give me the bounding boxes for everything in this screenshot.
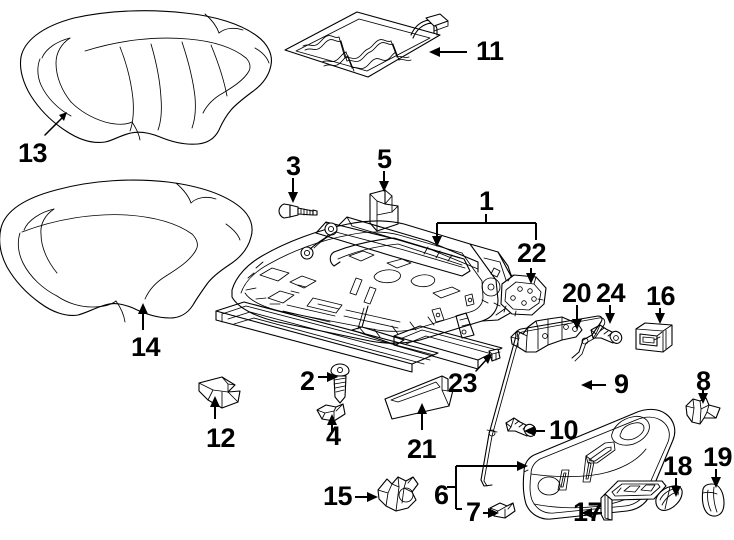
callout-17[interactable]: 17 — [573, 497, 603, 527]
track-cover-trim-art — [384, 375, 454, 420]
callout-14[interactable]: 14 — [131, 332, 161, 362]
seat-frame-assembly-art — [215, 216, 513, 373]
callout-11[interactable]: 11 — [476, 36, 504, 66]
track-bolt-art — [330, 363, 350, 404]
callout-12[interactable]: 12 — [206, 423, 236, 453]
push-pin-fastener-art — [685, 397, 721, 425]
callout-15[interactable]: 15 — [323, 481, 353, 511]
callout-2[interactable]: 2 — [300, 366, 315, 396]
lumbar-knob-cover-art — [701, 483, 725, 517]
callout-24[interactable]: 24 — [596, 278, 626, 308]
callout-22[interactable]: 22 — [517, 238, 547, 268]
callout-19[interactable]: 19 — [703, 442, 733, 472]
recliner-release-rod-art — [480, 315, 606, 487]
callout-4[interactable]: 4 — [326, 421, 341, 451]
callout-10[interactable]: 10 — [549, 415, 579, 445]
seat-cushion-clip-art — [198, 376, 241, 409]
switch-housing-bracket-art — [635, 322, 673, 353]
callout-7[interactable]: 7 — [466, 497, 481, 527]
callout-6[interactable]: 6 — [434, 480, 449, 510]
bracket-screw-art — [590, 324, 623, 344]
callout-21[interactable]: 21 — [407, 434, 437, 464]
leader-lines — [44, 47, 721, 518]
pivot-bushing-art — [377, 476, 419, 512]
seat-adjust-switch-art — [600, 480, 667, 521]
frame-bolt-art — [278, 203, 318, 219]
callout-20[interactable]: 20 — [562, 278, 592, 308]
callout-13[interactable]: 13 — [18, 138, 48, 168]
callout-3[interactable]: 3 — [286, 151, 301, 181]
seat-heater-element-art — [284, 11, 449, 78]
callout-1[interactable]: 1 — [479, 186, 494, 216]
motor-gear-unit-art — [500, 274, 547, 317]
callout-18[interactable]: 18 — [663, 451, 693, 481]
callout-5[interactable]: 5 — [377, 144, 392, 174]
callout-16[interactable]: 16 — [646, 281, 676, 311]
callout-9[interactable]: 9 — [614, 369, 629, 399]
callout-8[interactable]: 8 — [696, 366, 711, 396]
seat-cushion-cover-art — [19, 10, 272, 145]
wire-support-bracket-art — [510, 316, 583, 353]
callout-23[interactable]: 23 — [448, 368, 478, 398]
seat-cushion-pad-art — [0, 179, 253, 323]
